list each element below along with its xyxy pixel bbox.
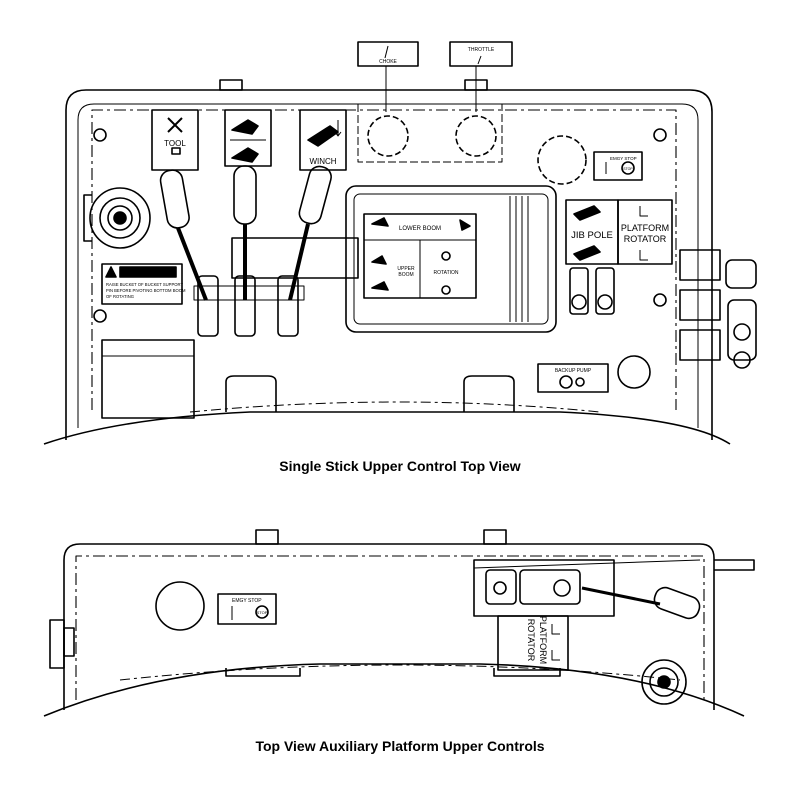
- emergency-stop-button[interactable]: [537, 135, 587, 185]
- screw-hole: [653, 293, 667, 307]
- aux-view-caption: Top View Auxiliary Platform Upper Contro…: [255, 738, 545, 754]
- aux-right-rail: [714, 559, 755, 571]
- bottom-foot: [463, 375, 515, 412]
- aux-tab: [255, 529, 279, 545]
- lower-boom-label: LOWER BOOM: [399, 226, 441, 232]
- upper-boom-label: UPPER: [397, 266, 415, 272]
- aux-stop-label: STOP: [257, 610, 268, 615]
- aux-platform-label: PLATFORM: [538, 616, 548, 664]
- lever-middle[interactable]: [233, 165, 257, 337]
- caution-title: CAUTION: [128, 267, 169, 277]
- caution-line: PIN BEFORE PIVOTING BOTTOM BOOM: [106, 288, 186, 293]
- top-tab: [219, 79, 243, 91]
- aux-bottom-foot: [493, 668, 561, 677]
- aux-bottom-curve: [43, 663, 745, 717]
- aux-bottom-curve-dashed: [119, 664, 681, 681]
- aux-emergency-stop-button[interactable]: [155, 581, 205, 631]
- top-view-caption: Single Stick Upper Control Top View: [279, 458, 521, 474]
- throttle-label: THROTTLE: [468, 47, 495, 53]
- screw-hole: [653, 128, 667, 142]
- aux-bottom-foot: [225, 668, 301, 677]
- knob-panel: [357, 103, 503, 163]
- aux-rotator-label: ROTATOR: [526, 619, 536, 662]
- aux-housing-outline: [63, 543, 715, 710]
- top-panel-dashed: [91, 109, 677, 410]
- aux-rotator-lever[interactable]: [581, 585, 702, 621]
- screw-hole: [93, 309, 107, 323]
- platform-rotator-decal: [617, 199, 673, 265]
- backup-pump-label: BACKUP PUMP: [555, 368, 592, 374]
- screw-hole: [93, 128, 107, 142]
- caution-line: OF ROTATING: [106, 294, 134, 299]
- top-housing-outline: [65, 89, 713, 440]
- winch-label: WINCH: [309, 157, 336, 166]
- lever-winch[interactable]: [277, 164, 333, 337]
- throttle-knob[interactable]: [455, 115, 497, 157]
- aux-tab: [483, 529, 507, 545]
- platform-rotator-label: ROTATOR: [624, 234, 667, 244]
- joystick-housing: [345, 185, 557, 333]
- stop-label: STOP: [623, 167, 633, 171]
- backup-pump-decal: [537, 363, 609, 393]
- winch-decal: [299, 109, 347, 171]
- lever-guard-bar: [231, 237, 359, 279]
- top-view: CAUTION RAISE BUCKET OF BUCKET SUPPORT P…: [43, 41, 757, 445]
- aux-right-port-fitting: [641, 659, 687, 705]
- lower-left-compartment: [101, 339, 195, 419]
- caution-decal: [101, 263, 183, 305]
- emgy-stop-label: EMGY STOP: [610, 156, 637, 161]
- tool-label: TOOL: [164, 139, 186, 148]
- aux-left-bracket: [63, 627, 75, 657]
- jib-pole-label: JIB POLE: [571, 230, 613, 241]
- aux-platform-rotator-decal: [497, 615, 569, 671]
- bottom-foot: [225, 375, 277, 412]
- left-port-fitting: [83, 187, 151, 249]
- backup-pump-button[interactable]: [617, 355, 651, 389]
- platform-rotator-label: PLATFORM: [621, 223, 669, 233]
- lever-tool[interactable]: [159, 169, 219, 337]
- throttle-decal: [449, 41, 513, 67]
- rotation-label: ROTATION: [433, 270, 458, 276]
- middle-lever-decal: [224, 109, 272, 167]
- aux-emgy-stop-label: EMGY STOP: [232, 598, 262, 604]
- upper-boom-label: BOOM: [398, 272, 413, 278]
- caution-line: RAISE BUCKET OF BUCKET SUPPORT: [106, 282, 183, 287]
- emgy-stop-decal: [593, 151, 643, 181]
- choke-knob[interactable]: [367, 115, 409, 157]
- aux-emgy-stop-decal: [217, 593, 277, 625]
- choke-decal: [357, 41, 419, 67]
- aux-panel-dashed: [75, 555, 705, 700]
- joystick-decal: [363, 213, 477, 299]
- right-side-fittings: [679, 249, 757, 369]
- aux-view: EMGY STOP STOP PLATFORM: [43, 529, 755, 717]
- valve-handles[interactable]: [569, 267, 615, 315]
- aux-left-bracket: [49, 619, 65, 669]
- top-bottom-curve: [43, 411, 731, 445]
- lever-base-block: [193, 285, 305, 301]
- top-bottom-curve-dashed: [189, 401, 601, 413]
- choke-label: CHOKE: [379, 59, 397, 65]
